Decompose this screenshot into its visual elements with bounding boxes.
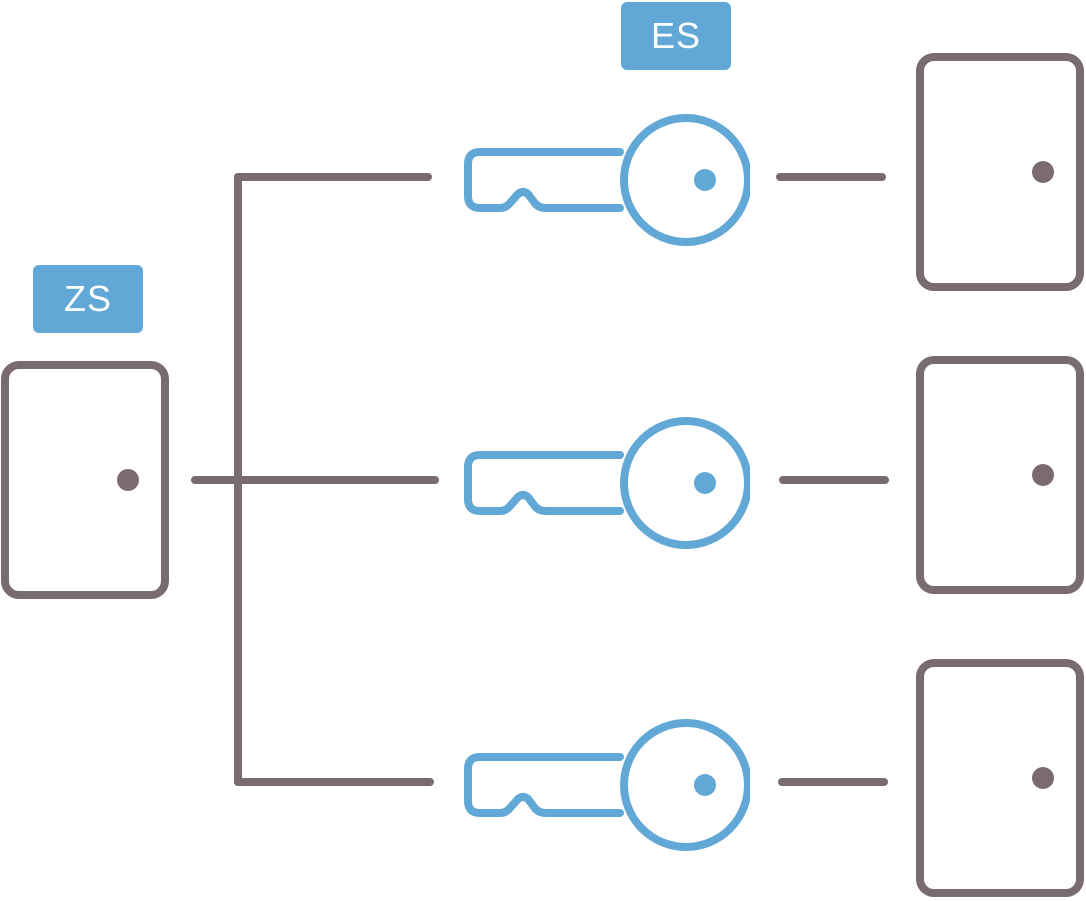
target-door-icon-3 — [920, 663, 1080, 893]
target-door-icon-1 — [920, 57, 1080, 287]
key-icon-1 — [468, 118, 748, 242]
zs-badge: ZS — [33, 265, 143, 333]
source-door-icon — [5, 365, 165, 595]
key-door-connectors — [776, 173, 889, 786]
key-icon-2 — [468, 421, 748, 545]
target-door-icon-2 — [920, 360, 1080, 590]
zs-badge-label: ZS — [63, 278, 112, 319]
key-icon-3 — [468, 723, 748, 847]
branch-connectors — [191, 173, 439, 786]
es-badge: ES — [621, 2, 731, 70]
es-badge-label: ES — [650, 15, 702, 56]
